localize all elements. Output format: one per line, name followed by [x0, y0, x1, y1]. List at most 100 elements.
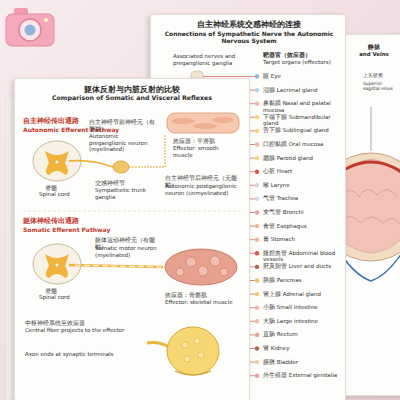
head-section	[325, 162, 400, 185]
organ-icons	[255, 292, 259, 296]
organ-icons	[255, 306, 259, 310]
skeletal-muscle	[165, 249, 237, 285]
anatomy-label: Effector: skeletal muscle	[165, 299, 243, 306]
anatomy-label: Somatic motor neuron (myelinated)	[95, 245, 163, 258]
label-slot: 脊髓	[45, 184, 85, 191]
anatomy-label: 大肠 Large intestine	[263, 318, 343, 325]
head-section	[341, 189, 397, 197]
organ-icons	[255, 74, 259, 378]
ganglion	[113, 161, 129, 173]
anatomy-label: 直肠 Rectum	[263, 331, 343, 338]
skeletal-muscle	[186, 257, 196, 267]
anatomy-label: 腮腺 Parotid gland	[263, 155, 343, 162]
organ-icons	[255, 224, 259, 228]
title-english: and Veins	[347, 51, 400, 57]
myelin-sheath	[75, 265, 161, 267]
anatomy-label: 肾 Kidney	[263, 345, 343, 352]
anatomy-label: 眼 Eye	[263, 73, 343, 80]
anatomy-label: 外生殖器 External genitalia	[263, 372, 343, 379]
label-slot: 舌下腺 Sublingual gland	[263, 127, 343, 134]
organ-icons	[255, 74, 259, 78]
anatomy-label: 自主神经节前神经元（有髓鞘）	[89, 119, 157, 132]
label-slot: 眼 Eye	[263, 73, 343, 80]
label-slot: 效应器：平滑肌	[173, 137, 239, 144]
anatomy-label: 口腔黏膜 Oral mucosa	[263, 141, 343, 148]
label-slot: Associated nerves and preganglionic gang…	[173, 53, 243, 66]
spinal-cord-section	[56, 264, 59, 267]
label-slot: Spinal cord	[39, 191, 89, 198]
label-slot: 腮腺 Parotid gland	[263, 155, 343, 162]
card-title: 自主神经系统交感神经的连接Connections of Sympathetic …	[161, 20, 337, 44]
title-chinese: 静脉	[347, 43, 400, 51]
synapse-bulb	[167, 327, 219, 375]
label-slot: 胰腺 Pancreas	[263, 277, 343, 284]
synapse-bulb	[198, 352, 204, 358]
skeletal-muscle	[198, 266, 208, 276]
smooth-muscle	[193, 123, 217, 129]
label-slot: 小肠 Small intestine	[263, 304, 343, 311]
anatomy-label: Autonomic postganglionic neuron (unmyeli…	[165, 183, 243, 196]
anatomy-label: 下颌下腺 Submandibular gland	[263, 114, 343, 127]
toy-camera	[6, 8, 54, 46]
anatomy-label: 效应器：平滑肌	[173, 137, 239, 144]
label-slot: 靶器官（效应器）	[263, 51, 343, 58]
anatomy-label: 肾上腺 Adrenal gland	[263, 291, 343, 298]
anatomy-label: 靶器官（效应器）	[263, 51, 343, 58]
label-slot: Effector: skeletal muscle	[165, 299, 243, 306]
title-chinese: 躯体反射与内脏反射的比较	[15, 85, 249, 94]
head-section	[327, 159, 400, 253]
label-slot: Effector: smooth muscle	[173, 145, 239, 158]
spinal-cord-section	[45, 151, 69, 175]
toy-camera	[44, 18, 48, 22]
label-slot: 食管 Esophagus	[263, 223, 343, 230]
anatomy-label: 中枢神经系统至效应器	[25, 319, 145, 326]
organ-icons	[255, 333, 259, 337]
title-english: Comparison of Somatic and Visceral Refle…	[15, 94, 249, 102]
label-slot: Sympathetic trunk ganglia	[95, 187, 159, 200]
anatomy-label: 胃 Stomach	[263, 236, 343, 243]
label-slot: 支气管 Bronchi	[263, 209, 343, 216]
toy-camera	[6, 14, 54, 46]
anatomy-label: 脊髓	[45, 287, 85, 294]
organ-icons	[255, 156, 259, 160]
label-slot: Spinal cord	[39, 294, 89, 301]
paper-stack-edge	[10, 96, 11, 400]
organ-icons	[255, 102, 259, 106]
synapse-bulb	[194, 338, 200, 344]
anatomy-label: Somatic Efferent Pathway	[23, 226, 133, 233]
organ-icons	[255, 319, 259, 323]
anatomy-label: 膀胱 Bladder	[263, 359, 343, 366]
smooth-muscle	[171, 118, 195, 124]
head-section	[317, 153, 400, 281]
anatomy-label: 食管 Esophagus	[263, 223, 343, 230]
head-section	[339, 216, 400, 225]
label-slot: 口腔黏膜 Oral mucosa	[263, 141, 343, 148]
label-slot: 下颌下腺 Submandibular gland	[263, 114, 343, 127]
organ-icons	[255, 238, 259, 242]
card-title: 躯体反射与内脏反射的比较Comparison of Somatic and Vi…	[15, 85, 249, 102]
title-chinese: 自主神经系统交感神经的连接	[161, 20, 337, 30]
organ-icons	[255, 251, 259, 255]
anatomy-label: Sympathetic trunk ganglia	[95, 187, 159, 200]
anatomy-label: 心脏 Heart	[263, 168, 343, 175]
synapse-bulb	[182, 342, 188, 348]
label-slot: Autonomic Efferent Pathway	[23, 126, 133, 133]
label-slot: 泪腺 Lacrimal gland	[263, 87, 343, 94]
label-slot: 胃 Stomach	[263, 236, 343, 243]
card-title: 静脉and Veins	[347, 43, 400, 57]
anatomy-label: 喉 Larynx	[263, 182, 343, 189]
anatomy-label: Axon ends at synaptic terminals	[25, 351, 135, 358]
label-slot: 气管 Trachea	[263, 195, 343, 202]
section-divider	[23, 211, 241, 212]
label-slot: 躯体神经传出通路	[23, 217, 133, 225]
anatomy-label: 躯体神经传出通路	[23, 217, 133, 225]
anatomy-label: Target organs (effectors)	[263, 59, 343, 66]
anatomy-label: 气管 Trachea	[263, 195, 343, 202]
organ-icons	[255, 142, 259, 146]
label-slot: 交感神经节	[95, 179, 159, 186]
head-section	[335, 245, 400, 281]
spinal-cord-section	[56, 161, 59, 164]
skeletal-muscle	[176, 268, 184, 276]
label-slot: 上矢状窦	[363, 73, 399, 79]
anatomy-label: 脊髓	[45, 184, 85, 191]
